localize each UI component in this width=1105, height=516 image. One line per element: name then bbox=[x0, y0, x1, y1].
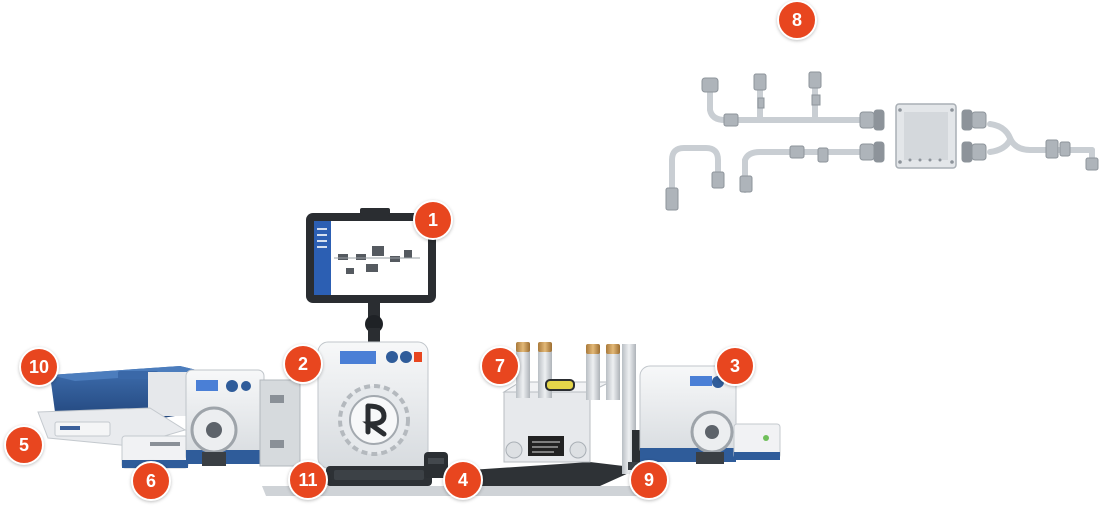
callout-badge-11: 11 bbox=[288, 460, 328, 500]
callout-badge-9: 9 bbox=[629, 460, 669, 500]
callout-badge-10: 10 bbox=[19, 347, 59, 387]
callout-number: 7 bbox=[494, 355, 505, 376]
central-pump-unit bbox=[317, 341, 429, 469]
right-pump-unit bbox=[639, 365, 781, 464]
tubing-manifold-fittings bbox=[665, 71, 1099, 211]
callout-badge-7: 7 bbox=[480, 346, 520, 386]
callout-number: 8 bbox=[791, 9, 802, 30]
callout-badge-5: 5 bbox=[4, 425, 44, 465]
filter-holder-assembly bbox=[470, 342, 640, 486]
callout-number: 6 bbox=[145, 470, 156, 491]
tablet-controller bbox=[306, 208, 436, 342]
callout-number: 2 bbox=[297, 353, 308, 374]
callout-badge-1: 1 bbox=[413, 200, 453, 240]
callout-number: 5 bbox=[18, 434, 29, 455]
callout-badge-3: 3 bbox=[715, 346, 755, 386]
filter-cassette bbox=[895, 103, 957, 169]
small-sensor bbox=[424, 452, 448, 478]
callout-number: 10 bbox=[28, 356, 50, 377]
callout-number: 9 bbox=[643, 469, 654, 490]
callout-number: 11 bbox=[298, 469, 318, 490]
callout-badge-4: 4 bbox=[443, 460, 483, 500]
callout-badge-8: 8 bbox=[777, 0, 817, 40]
callout-badge-6: 6 bbox=[131, 461, 171, 501]
blue-lid-device bbox=[50, 366, 208, 420]
callout-number: 1 bbox=[427, 209, 438, 230]
callout-number: 3 bbox=[729, 355, 740, 376]
left-pump-unit bbox=[185, 369, 301, 467]
callout-badge-2: 2 bbox=[283, 344, 323, 384]
base-tray bbox=[326, 466, 432, 486]
callout-number: 4 bbox=[457, 469, 468, 490]
